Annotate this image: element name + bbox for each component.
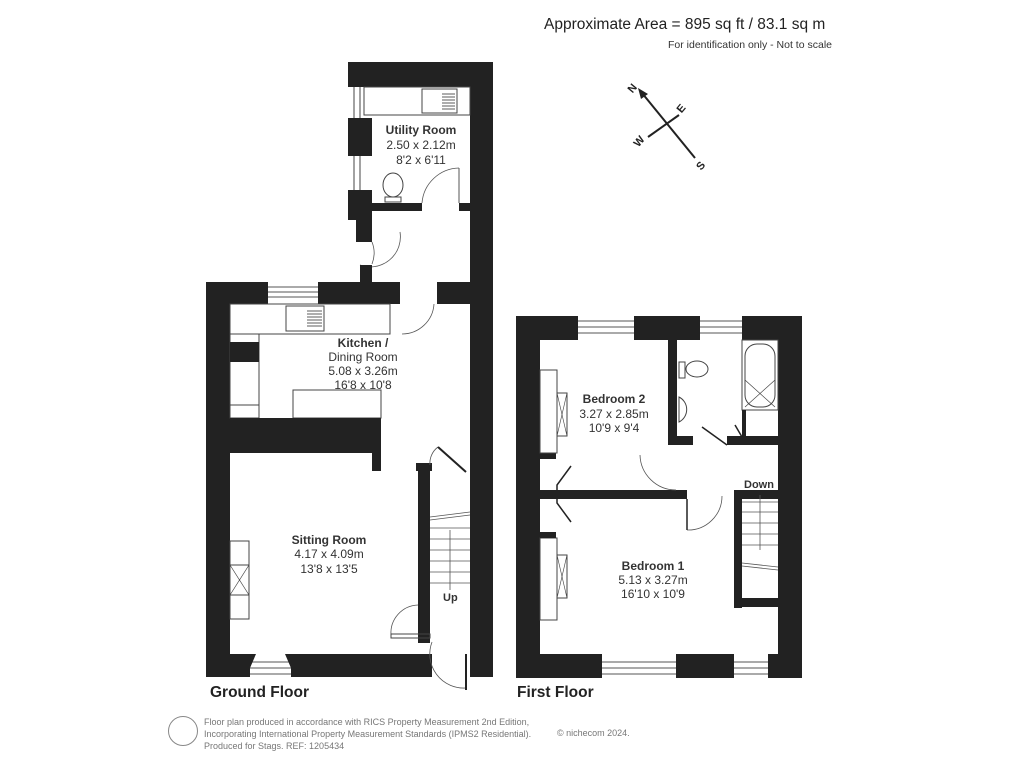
svg-text:W: W xyxy=(632,133,648,149)
approximate-area: Approximate Area = 895 sq ft / 83.1 sq m xyxy=(544,16,826,33)
svg-text:Bedroom 1: Bedroom 1 xyxy=(622,559,685,573)
svg-text:Utility Room: Utility Room xyxy=(386,123,457,137)
svg-text:Kitchen /: Kitchen / xyxy=(338,336,389,350)
svg-text:Dining Room: Dining Room xyxy=(328,350,397,364)
svg-text:16'10 x 10'9: 16'10 x 10'9 xyxy=(621,587,685,601)
room-utility: Utility Room 2.50 x 2.12m 8'2 x 6'11 xyxy=(386,123,457,167)
svg-text:2.50 x 2.12m: 2.50 x 2.12m xyxy=(386,138,455,152)
stairs-down-label: Down xyxy=(744,479,774,491)
first-floor-plan: Down Bedroom 2 3.27 x 2.85m 10'9 x 9'4 xyxy=(516,316,802,678)
footer-line-1: Floor plan produced in accordance with R… xyxy=(204,717,530,727)
svg-text:S: S xyxy=(694,159,708,172)
ground-floor-label: Ground Floor xyxy=(210,684,310,701)
room-kitchen-dining: Kitchen / Dining Room 5.08 x 3.26m 16'8 … xyxy=(328,336,397,392)
svg-text:4.17 x 4.09m: 4.17 x 4.09m xyxy=(294,547,363,561)
svg-text:Bedroom 2: Bedroom 2 xyxy=(583,392,646,406)
svg-text:Sitting Room: Sitting Room xyxy=(292,533,367,547)
room-bedroom-2: Bedroom 2 3.27 x 2.85m 10'9 x 9'4 xyxy=(579,392,648,435)
footer-notes: Floor plan produced in accordance with R… xyxy=(204,716,531,752)
room-sitting: Sitting Room 4.17 x 4.09m 13'8 x 13'5 xyxy=(292,533,367,576)
svg-text:10'9 x 9'4: 10'9 x 9'4 xyxy=(589,421,640,435)
svg-text:16'8 x 10'8: 16'8 x 10'8 xyxy=(334,378,392,392)
room-bedroom-1: Bedroom 1 5.13 x 3.27m 16'10 x 10'9 xyxy=(618,559,687,601)
person-icon xyxy=(168,716,198,746)
svg-text:5.08 x 3.26m: 5.08 x 3.26m xyxy=(328,364,397,378)
footer-line-3: Produced for Stags. REF: 1205434 xyxy=(204,741,345,751)
svg-text:13'8 x 13'5: 13'8 x 13'5 xyxy=(300,562,358,576)
svg-text:N: N xyxy=(626,82,640,96)
stairs-up-label: Up xyxy=(443,592,458,604)
svg-text:8'2 x 6'11: 8'2 x 6'11 xyxy=(396,153,446,167)
footer-line-2: Incorporating International Property Mea… xyxy=(204,729,532,739)
scale-disclaimer: For identification only - Not to scale xyxy=(668,39,832,51)
svg-text:5.13 x 3.27m: 5.13 x 3.27m xyxy=(618,573,687,587)
compass-icon: N E S W xyxy=(626,82,709,173)
svg-text:E: E xyxy=(675,102,689,115)
svg-text:3.27 x 2.85m: 3.27 x 2.85m xyxy=(579,407,648,421)
ground-floor-plan: Up Utility Room 2.50 x 2.12m 8'2 x 6'11 … xyxy=(206,62,493,690)
copyright: © nichecom 2024. xyxy=(557,728,630,738)
first-floor-label: First Floor xyxy=(517,684,594,701)
